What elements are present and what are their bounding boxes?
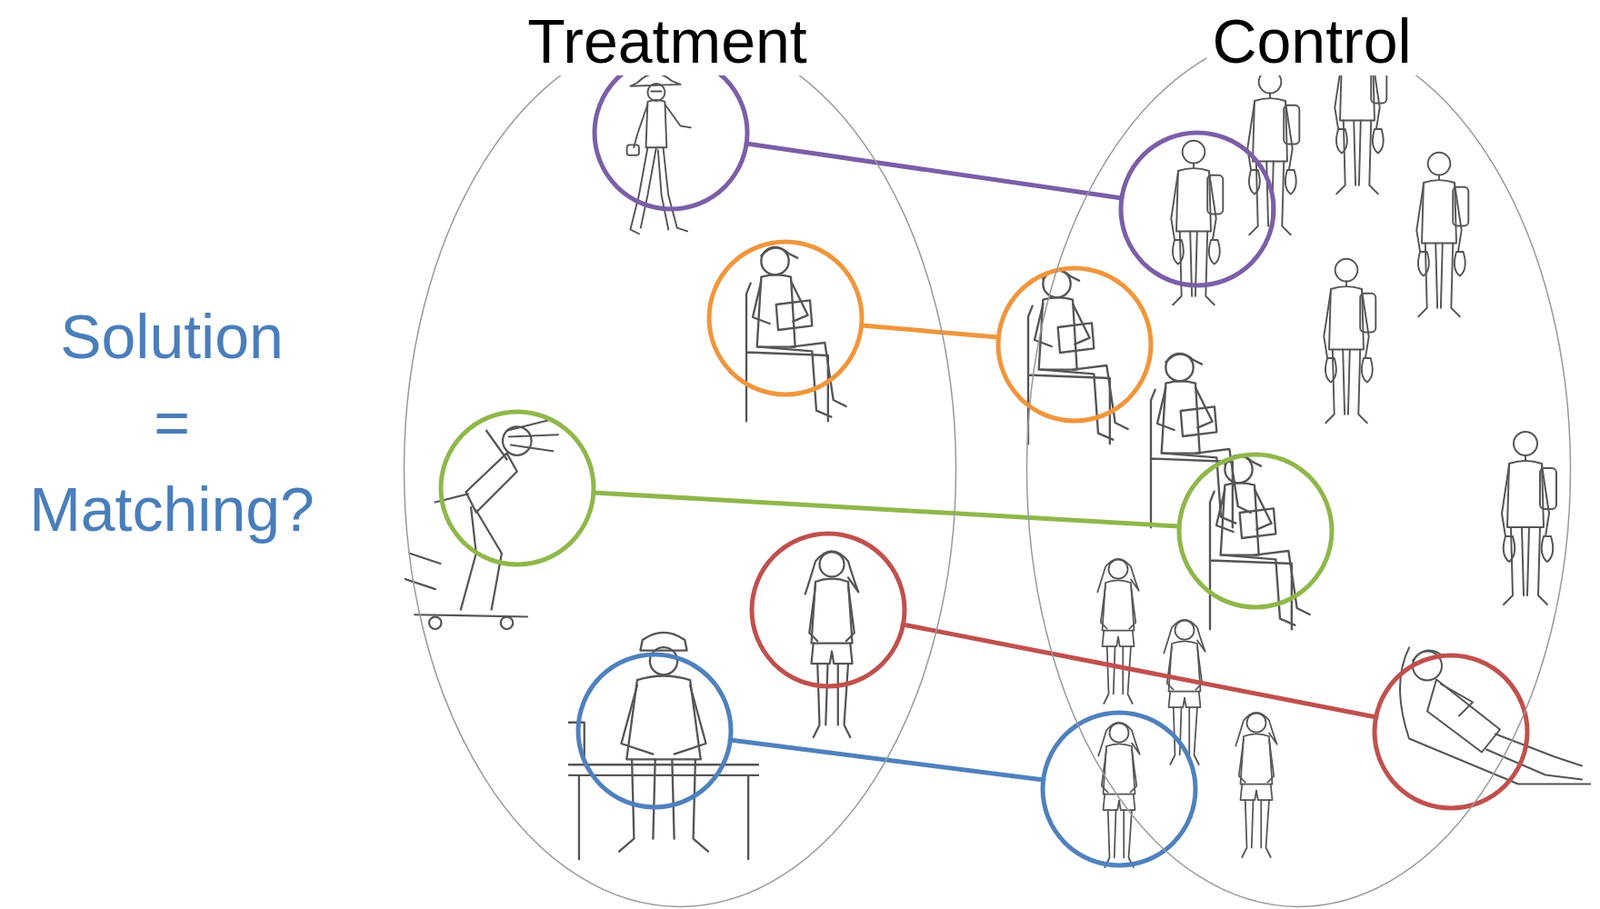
person-figure <box>1097 559 1140 704</box>
person-figure <box>1235 712 1278 858</box>
match-circle <box>440 411 594 565</box>
match-circle <box>594 56 748 210</box>
match-circle <box>998 268 1151 421</box>
match-circle <box>751 533 905 687</box>
match-circle <box>1374 655 1528 809</box>
person-figure <box>1150 353 1251 528</box>
person-figure <box>1028 270 1129 444</box>
match-circle <box>709 241 862 395</box>
match-circle <box>1120 132 1274 286</box>
ellipse-outline <box>1027 32 1571 908</box>
group-heading: Control <box>1206 7 1417 76</box>
person-figure <box>404 420 559 630</box>
group-ellipse: Control <box>1025 30 1572 909</box>
ellipse-outline <box>402 30 958 909</box>
person-figure <box>1323 259 1376 424</box>
question-label: Solution = Matching? <box>3 293 340 553</box>
match-line <box>746 143 1122 199</box>
person-figure <box>1170 140 1223 306</box>
match-line <box>861 325 999 338</box>
match-line <box>902 624 1377 718</box>
match-circle <box>1042 712 1196 866</box>
ellipse-outline <box>1025 30 1572 909</box>
person-figure <box>1098 722 1140 868</box>
group-ellipse: Treatment <box>402 30 958 909</box>
match-circle <box>578 654 731 808</box>
person-figure <box>1501 431 1557 605</box>
person-figure <box>805 550 860 738</box>
group-heading: Treatment <box>521 7 812 76</box>
person-figure <box>568 632 759 860</box>
person-figure <box>1163 620 1206 765</box>
ellipse-outline <box>404 32 957 908</box>
match-line <box>593 492 1180 527</box>
match-circle <box>1179 454 1332 608</box>
person-figure <box>1416 152 1469 318</box>
